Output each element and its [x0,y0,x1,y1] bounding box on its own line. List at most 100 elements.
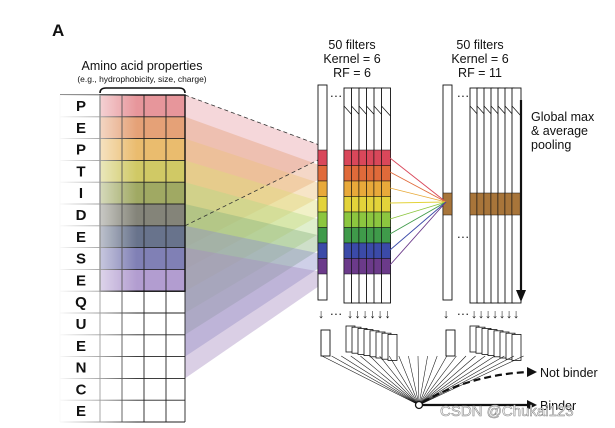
layer1-activation [381,258,391,275]
properties-subtitle: (e.g., hydrophobicity, size, charge) [77,74,206,84]
layer1-lead-activation [317,211,328,228]
projection-beam [185,225,322,357]
fan-line [418,355,505,406]
layer1-lead-activation [317,149,328,166]
not-binder-arrowhead [527,367,537,377]
fan-line [417,355,420,406]
layer1-arrow: ↓ [369,307,375,321]
projection-beams [184,94,323,379]
fan-line [418,355,428,406]
layer1-activation [381,149,391,166]
pooling-label-line-2: & average [531,124,588,138]
fan-line [418,355,448,406]
connection-line [389,171,447,203]
connection-line [389,201,447,235]
sequence-letter: E [76,229,86,246]
layer1-activation [381,242,391,259]
layer1-filters-label: 50 filters [328,38,375,52]
fan-line [321,355,420,406]
layer2-pooled-lead [445,329,456,357]
layer2-pooled-vector [511,333,522,361]
projection-beam [185,138,322,270]
projection-beam [185,182,322,313]
fan-line [331,355,420,406]
layer1-activation [381,227,391,244]
connection-line [389,201,447,220]
fan-line [418,355,467,406]
fan-line [369,355,420,406]
watermark: CSDN @Chukai123 [440,403,574,420]
fan-line [360,355,420,406]
layer1-lead-activation [317,180,328,197]
layer2-activation [511,192,522,216]
layer1-lead-activation [317,227,328,244]
sequence-letter: U [76,316,87,333]
layer1-activation [381,180,391,197]
layer1-rf-label: RF = 6 [333,66,371,80]
projection-beam [185,247,322,379]
layer1-kernel-label: Kernel = 6 [323,52,380,66]
sequence-letter: N [76,360,87,377]
fan-line [350,355,420,406]
sequence-letter: E [76,403,86,420]
connection-line [389,157,447,203]
layer1-pooled-lead [320,329,331,357]
sequence-letter: D [76,207,87,224]
sequence-letter: I [79,185,83,202]
layer1-filter-tick [381,105,391,117]
pooling-arrow-head [516,290,526,302]
layer2-arrow: ↓ [471,307,477,321]
connection-line [389,201,447,204]
layer2-bottom-ellipsis: ··· [457,307,470,321]
pooling-label-line-3: pooling [531,138,571,152]
not-binder-arrow [422,370,529,403]
layer2-arrow: ↓ [485,307,491,321]
dense-fan-lines [321,355,524,406]
output-node [414,400,424,410]
panel-label: A [52,21,64,40]
layer2-top-ellipsis: ··· [457,89,470,103]
layer1-arrow: ↓ [384,307,390,321]
fan-line [388,355,420,406]
layer2-filter-tick [511,105,522,117]
fan-line [418,355,476,406]
matrix-fade [57,95,137,425]
layer1-lead-activation [317,242,328,259]
binder-arrowhead [527,400,537,410]
fan-line [418,355,486,406]
layer1-arrow: ↓ [354,307,360,321]
layer1-lead-activation [317,165,328,182]
projection-beam [185,116,322,248]
layer-connections [389,157,447,266]
fan-line [418,355,495,406]
fan-line [418,355,457,406]
sequence-letter: S [76,251,86,268]
projection-beam [185,160,322,292]
sequence-letter: E [76,120,86,137]
fan-line [408,355,420,406]
sequence-letter: C [76,381,87,398]
layer2-arrow: ↓ [499,307,505,321]
layer1-arrow: ↓ [377,307,383,321]
layer2-filters-label: 50 filters [456,38,503,52]
layer1-top-ellipsis: ··· [330,89,343,103]
sequence-letter: E [76,338,86,355]
conv-layer-2 [442,84,522,304]
beam-dash-top [184,94,323,147]
fan-line [418,355,524,406]
layer2-bottom-arrow: ↓ [443,307,449,321]
not-binder-label: Not binder [540,366,598,380]
layer2-arrow: ↓ [513,307,519,321]
beam-dash-bottom [184,157,323,227]
layer2-lead-filter [442,84,453,301]
fan-line [379,355,420,406]
layer1-arrow: ↓ [362,307,368,321]
binder-label: Binder [540,399,576,413]
fan-line [418,355,438,406]
pooled-vectors: ↓↓↓↓↓↓↓↓↓↓↓↓↓↓↓ [318,307,522,361]
connection-line [389,201,447,266]
layer2-arrow: ↓ [492,307,498,321]
sequence-letter: P [76,98,86,115]
